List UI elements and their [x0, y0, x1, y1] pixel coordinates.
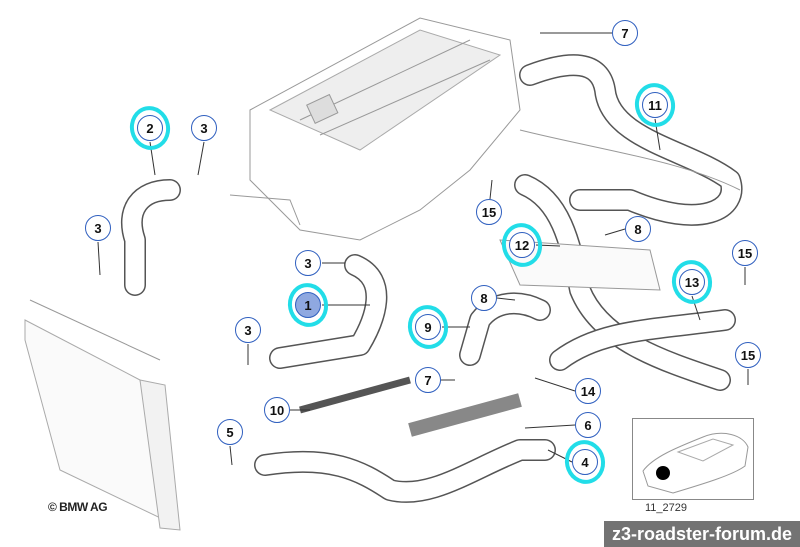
watermark: z3-roadster-forum.de [604, 521, 800, 547]
callout-9[interactable]: 9 [415, 314, 441, 340]
vehicle-location-inset [632, 418, 754, 500]
callout-15[interactable]: 15 [732, 240, 758, 266]
engine-block [229, 17, 521, 241]
car-outline-icon [642, 432, 749, 494]
diagram-number: 11_2729 [645, 502, 688, 514]
callout-1[interactable]: 1 [295, 292, 321, 318]
callout-10[interactable]: 10 [264, 397, 290, 423]
callout-6[interactable]: 6 [575, 412, 601, 438]
callout-3[interactable]: 3 [235, 317, 261, 343]
callout-11[interactable]: 11 [642, 92, 668, 118]
callout-4[interactable]: 4 [572, 449, 598, 475]
callout-13[interactable]: 13 [679, 269, 705, 295]
callout-8[interactable]: 8 [625, 216, 651, 242]
hoses [120, 54, 743, 503]
radiator [24, 299, 181, 531]
callout-3[interactable]: 3 [191, 115, 217, 141]
callout-3[interactable]: 3 [85, 215, 111, 241]
callout-14[interactable]: 14 [575, 378, 601, 404]
copyright-text: © BMW AG [48, 500, 108, 514]
callout-7[interactable]: 7 [415, 367, 441, 393]
callout-3[interactable]: 3 [295, 250, 321, 276]
callout-12[interactable]: 12 [509, 232, 535, 258]
callout-2[interactable]: 2 [137, 115, 163, 141]
leader-lines [97, 32, 749, 466]
callout-8[interactable]: 8 [471, 285, 497, 311]
callout-7[interactable]: 7 [612, 20, 638, 46]
callout-15[interactable]: 15 [476, 199, 502, 225]
callout-5[interactable]: 5 [217, 419, 243, 445]
callout-15[interactable]: 15 [735, 342, 761, 368]
